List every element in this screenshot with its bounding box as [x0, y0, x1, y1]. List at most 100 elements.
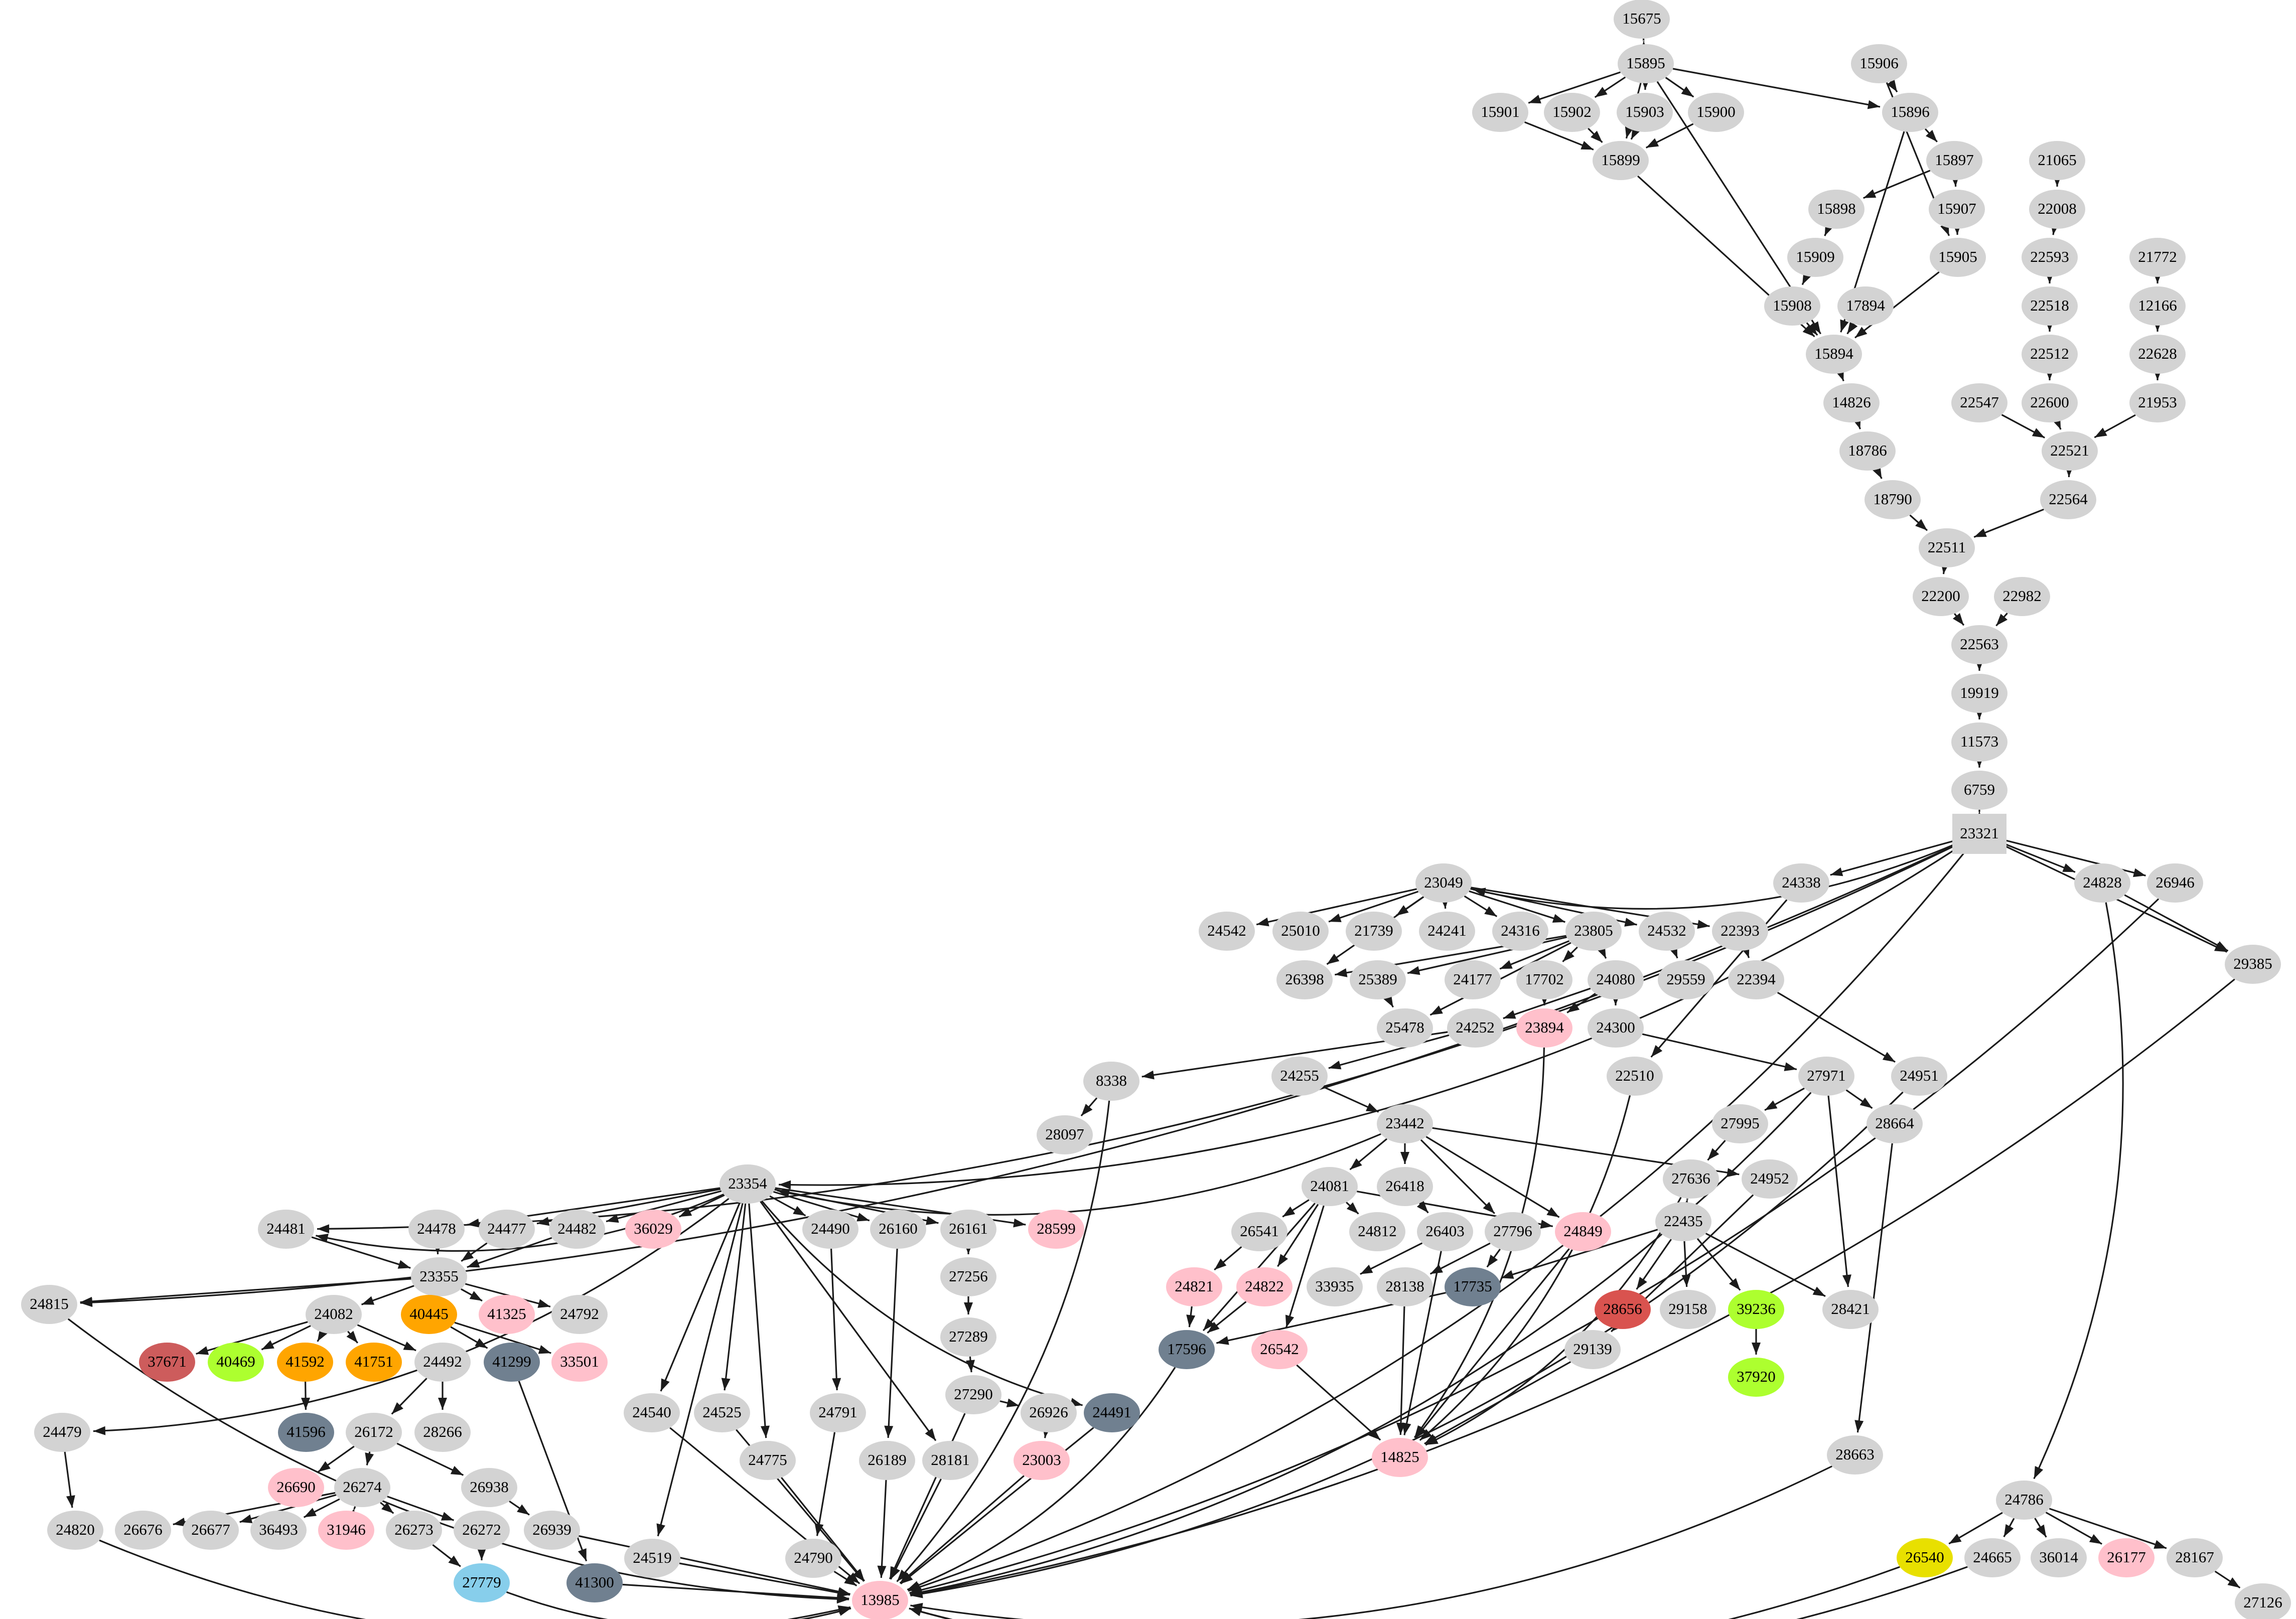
node-shape-27971 [1798, 1057, 1854, 1096]
edge-23049-24316 [1464, 895, 1498, 918]
node-8338: 8338 [1083, 1062, 1139, 1101]
node-label-25010: 25010 [1281, 922, 1320, 939]
node-shape-24815 [21, 1285, 77, 1324]
edge-22200-22563 [1952, 613, 1965, 626]
node-label-23049: 23049 [1424, 873, 1463, 891]
node-label-24300: 24300 [1596, 1018, 1635, 1036]
edge-26541-24821 [1214, 1246, 1242, 1271]
edge-27796-28138 [1429, 1242, 1491, 1275]
node-shape-15906 [1851, 44, 1907, 83]
edge-24791-24790 [814, 1432, 836, 1536]
edge-23354-24491 [761, 1200, 1083, 1407]
node-shape-24338 [1773, 863, 1829, 903]
node-29139: 29139 [1564, 1330, 1621, 1369]
edge-15895-15900 [1665, 77, 1694, 98]
node-label-28664: 28664 [1875, 1114, 1914, 1132]
node-shape-17735 [1445, 1267, 1501, 1306]
node-shape-15896 [1882, 93, 1938, 132]
node-shape-29559 [1658, 960, 1714, 999]
node-label-24786: 24786 [2004, 1491, 2044, 1508]
node-18786: 18786 [1839, 431, 1896, 471]
node-shape-22518 [2022, 286, 2078, 326]
node-41325: 41325 [479, 1295, 535, 1334]
node-shape-15675 [1614, 0, 1670, 39]
node-26946: 26946 [2147, 863, 2203, 903]
node-shape-23321 [1952, 814, 2006, 854]
node-shape-37671 [139, 1343, 195, 1382]
edge-28664-28663 [1854, 1143, 1893, 1433]
edge-15895-15901 [1528, 71, 1621, 104]
node-label-22982: 22982 [2002, 587, 2042, 605]
node-26938: 26938 [461, 1468, 517, 1507]
node-label-36029: 36029 [634, 1220, 673, 1237]
node-26398: 26398 [1276, 960, 1333, 999]
node-shape-18790 [1864, 480, 1921, 519]
node-24815: 24815 [21, 1285, 77, 1324]
edge-24479-24820 [64, 1451, 75, 1508]
edge-15897-15907 [1950, 174, 1960, 187]
edge-8338-28097 [1080, 1097, 1098, 1117]
edge-24252-24255 [1328, 1034, 1450, 1070]
edge-23354-24490 [769, 1195, 806, 1217]
node-label-15899: 15899 [1601, 151, 1640, 169]
node-shape-24822 [1236, 1267, 1293, 1306]
node-label-15908: 15908 [1773, 297, 1812, 314]
edge-22394-24951 [1777, 991, 1896, 1063]
node-shape-24791 [810, 1393, 866, 1432]
node-shape-28181 [922, 1441, 978, 1480]
node-15901: 15901 [1472, 93, 1528, 132]
node-22435: 22435 [1655, 1202, 1711, 1241]
node-shape-13985 [852, 1581, 908, 1619]
node-label-27636: 27636 [1671, 1169, 1710, 1187]
node-label-26272: 26272 [462, 1521, 501, 1538]
node-shape-17702 [1516, 960, 1572, 999]
node-shape-28663 [1827, 1435, 1883, 1475]
node-shape-24519 [624, 1539, 680, 1578]
node-15895: 15895 [1618, 44, 1674, 83]
node-shape-15897 [1926, 141, 1982, 180]
node-label-22521: 22521 [2050, 441, 2089, 459]
node-label-21953: 21953 [2138, 393, 2177, 411]
node-shape-26189 [859, 1441, 915, 1480]
edge-22982-22563 [1995, 613, 2008, 627]
node-shape-26161 [940, 1210, 996, 1249]
node-shape-15905 [1930, 238, 1986, 277]
node-shape-24951 [1891, 1057, 1947, 1096]
node-24482: 24482 [549, 1210, 605, 1249]
node-24812: 24812 [1349, 1212, 1405, 1251]
node-22600: 22600 [2022, 383, 2078, 422]
edge-24255-23442 [1323, 1086, 1379, 1113]
edge-26274-36493 [303, 1498, 340, 1518]
edge-23049-23805 [1469, 890, 1565, 923]
node-shape-29158 [1660, 1290, 1716, 1329]
node-22512: 22512 [2022, 335, 2078, 374]
node-shape-26172 [346, 1413, 402, 1452]
node-shape-22008 [2029, 190, 2085, 229]
node-shape-26676 [115, 1511, 171, 1550]
node-36029: 36029 [625, 1210, 681, 1249]
edge-27779-13985 [506, 1591, 851, 1619]
node-26172: 26172 [346, 1413, 402, 1452]
edge-24786-26177 [2045, 1512, 2102, 1545]
node-25389: 25389 [1350, 960, 1406, 999]
edge-15906-15896 [1887, 79, 1898, 93]
node-label-24849: 24849 [1563, 1222, 1603, 1240]
node-label-24241: 24241 [1427, 922, 1467, 939]
node-shape-36014 [2031, 1538, 2087, 1577]
node-shape-27290 [945, 1375, 1001, 1414]
edge-23805-17702 [1562, 946, 1578, 963]
edge-23354-36029 [678, 1194, 725, 1218]
node-label-26273: 26273 [394, 1521, 434, 1538]
node-label-15902: 15902 [1552, 103, 1592, 120]
node-label-11573: 11573 [1960, 732, 1998, 750]
node-label-22512: 22512 [2030, 345, 2069, 362]
node-19919: 19919 [1951, 674, 2007, 713]
node-15906: 15906 [1851, 44, 1907, 83]
node-14825: 14825 [1372, 1438, 1428, 1477]
edge-24081-24822 [1277, 1204, 1319, 1267]
node-label-17735: 17735 [1453, 1277, 1492, 1295]
edge-26172-26938 [396, 1442, 464, 1476]
node-label-24491: 24491 [1092, 1403, 1131, 1421]
